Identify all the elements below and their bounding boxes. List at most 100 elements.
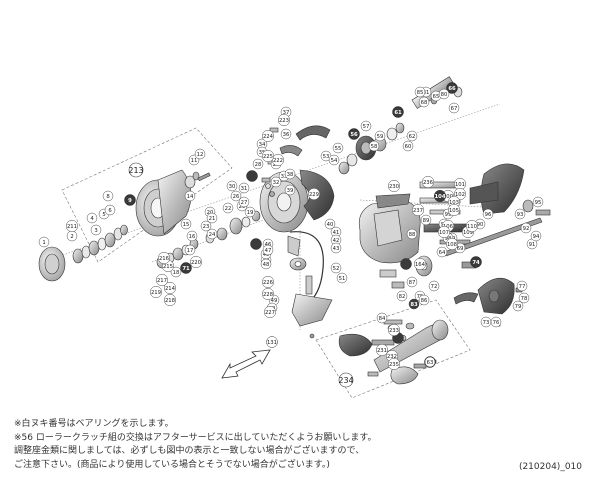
reference-code: (210204)_010 [518, 462, 582, 472]
part-callout-circle-235 [387, 357, 401, 371]
part-label-232: 232 [387, 354, 397, 360]
part-label-9: 9 [128, 198, 132, 204]
part-label-66: 66 [448, 86, 456, 92]
part-callout-circle-28 [252, 158, 264, 170]
part-label-219: 219 [151, 290, 161, 296]
part-label-51: 51 [339, 276, 346, 282]
part-label-71: 71 [182, 266, 190, 272]
part-label-17: 17 [187, 248, 194, 254]
part-label-33: 33 [281, 174, 288, 180]
part-label-237: 237 [413, 208, 423, 214]
part-label-37: 37 [283, 110, 290, 116]
part-callout-circle-15 [180, 218, 192, 230]
part-callout-circle-18 [170, 266, 182, 278]
part-label-164: 164 [415, 262, 426, 268]
part-callout-circle-227 [263, 305, 277, 319]
part-label-41: 41 [333, 230, 340, 236]
part-callout-circle-218 [163, 293, 177, 307]
part-label-67: 67 [451, 106, 458, 112]
part-label-235: 235 [389, 362, 399, 368]
part-label-233: 233 [389, 328, 399, 334]
part-label-22: 22 [225, 206, 232, 212]
part-callout-circle-16 [186, 230, 198, 242]
note-washer-1: 調整座金類に関しましては、必ずしも図中の表示と一致しない場合がございますので、 [14, 446, 365, 456]
part-callout-circle-51 [336, 272, 348, 284]
part-callout-circle-80 [438, 88, 450, 100]
bail-arm [295, 125, 331, 141]
part-label-4: 4 [90, 216, 94, 222]
part-label-32: 32 [273, 180, 280, 186]
part-label-43: 43 [333, 246, 340, 252]
spool-assembly-outline [61, 127, 233, 263]
part-callout-circle-62 [406, 130, 418, 142]
part-callout-circle-1 [38, 236, 50, 248]
part-callout-circle-231 [375, 343, 389, 357]
part-callout-circle-60 [402, 140, 414, 152]
part-callout-circle-107 [437, 225, 451, 239]
part-label-226: 226 [263, 280, 274, 286]
part-label-211: 211 [67, 224, 77, 230]
part-label-39: 39 [287, 188, 294, 194]
footnotes: ※白ヌキ番号はベアリングを示します。 ※56 ローラークラッチ組の交換はアフター… [14, 418, 574, 472]
part-label-69: 69 [457, 246, 464, 252]
part-label-90: 90 [477, 222, 484, 228]
part-label-15: 15 [183, 222, 190, 228]
part-label-19: 19 [247, 210, 254, 216]
part-callout-circle-229 [307, 187, 321, 201]
part-label-28: 28 [255, 162, 262, 168]
part-callout-circle-84 [376, 312, 388, 324]
part-callout-circle-226 [261, 275, 275, 289]
part-callout-circle-77 [516, 280, 528, 292]
part-callout-circle-47 [262, 244, 274, 256]
part-label-8: 8 [106, 194, 110, 200]
part-label-24: 24 [209, 232, 216, 238]
part-label-61: 61 [394, 110, 402, 116]
part-label-99: 99 [445, 212, 452, 218]
part-label-55: 55 [335, 146, 342, 152]
part-label-217: 217 [157, 278, 167, 284]
part-label-80: 80 [441, 92, 448, 98]
part-callout-circle-93 [514, 208, 526, 220]
part-label-65: 65 [433, 94, 440, 100]
part-label-224: 224 [263, 134, 274, 140]
part-callout-circle-36 [280, 128, 292, 140]
part-label-21: 21 [209, 216, 216, 222]
part-label-16: 16 [189, 234, 196, 240]
assembly-label-131: 131 [267, 340, 277, 346]
part-callout-circle-21 [206, 212, 218, 224]
part-callout-circle-24 [206, 228, 218, 240]
part-label-53: 53 [323, 154, 330, 160]
part-label-88: 88 [409, 232, 416, 238]
part-callout-circle-94 [530, 230, 542, 242]
part-callout-circle-52 [330, 262, 342, 274]
part-callout-circle-82 [396, 290, 408, 302]
part-callout-circle-217 [155, 273, 169, 287]
part-label-6: 6 [108, 208, 112, 214]
part-label-93: 93 [517, 212, 524, 218]
part-label-109: 109 [463, 230, 473, 236]
part-callout-circle-55 [332, 142, 344, 154]
part-label-77: 77 [519, 284, 526, 290]
part-label-223: 223 [279, 118, 289, 124]
part-callout-circle-57 [360, 120, 372, 132]
part-label-20: 20 [207, 210, 214, 216]
part-callout-circle-220 [189, 255, 203, 269]
part-label-68: 68 [421, 100, 428, 106]
part-label-96: 96 [485, 212, 492, 218]
part-callout-circle-59 [374, 130, 386, 142]
part-label-105: 105 [449, 208, 459, 214]
part-label-48: 48 [263, 262, 270, 268]
part-label-5: 5 [102, 212, 105, 218]
handle-knob [338, 333, 373, 357]
part-callout-circle-48 [260, 258, 272, 270]
part-label-95: 95 [535, 200, 542, 206]
part-callout-circle-236 [421, 175, 435, 189]
part-callout-circle-64 [436, 246, 448, 258]
part-callout-circle-92 [520, 222, 532, 234]
part-callout-circle-19 [244, 206, 256, 218]
part-label-87: 87 [409, 280, 416, 286]
part-callout-circle-39 [284, 184, 296, 196]
part-label-101: 101 [455, 182, 465, 188]
part-label-214: 214 [165, 286, 176, 292]
